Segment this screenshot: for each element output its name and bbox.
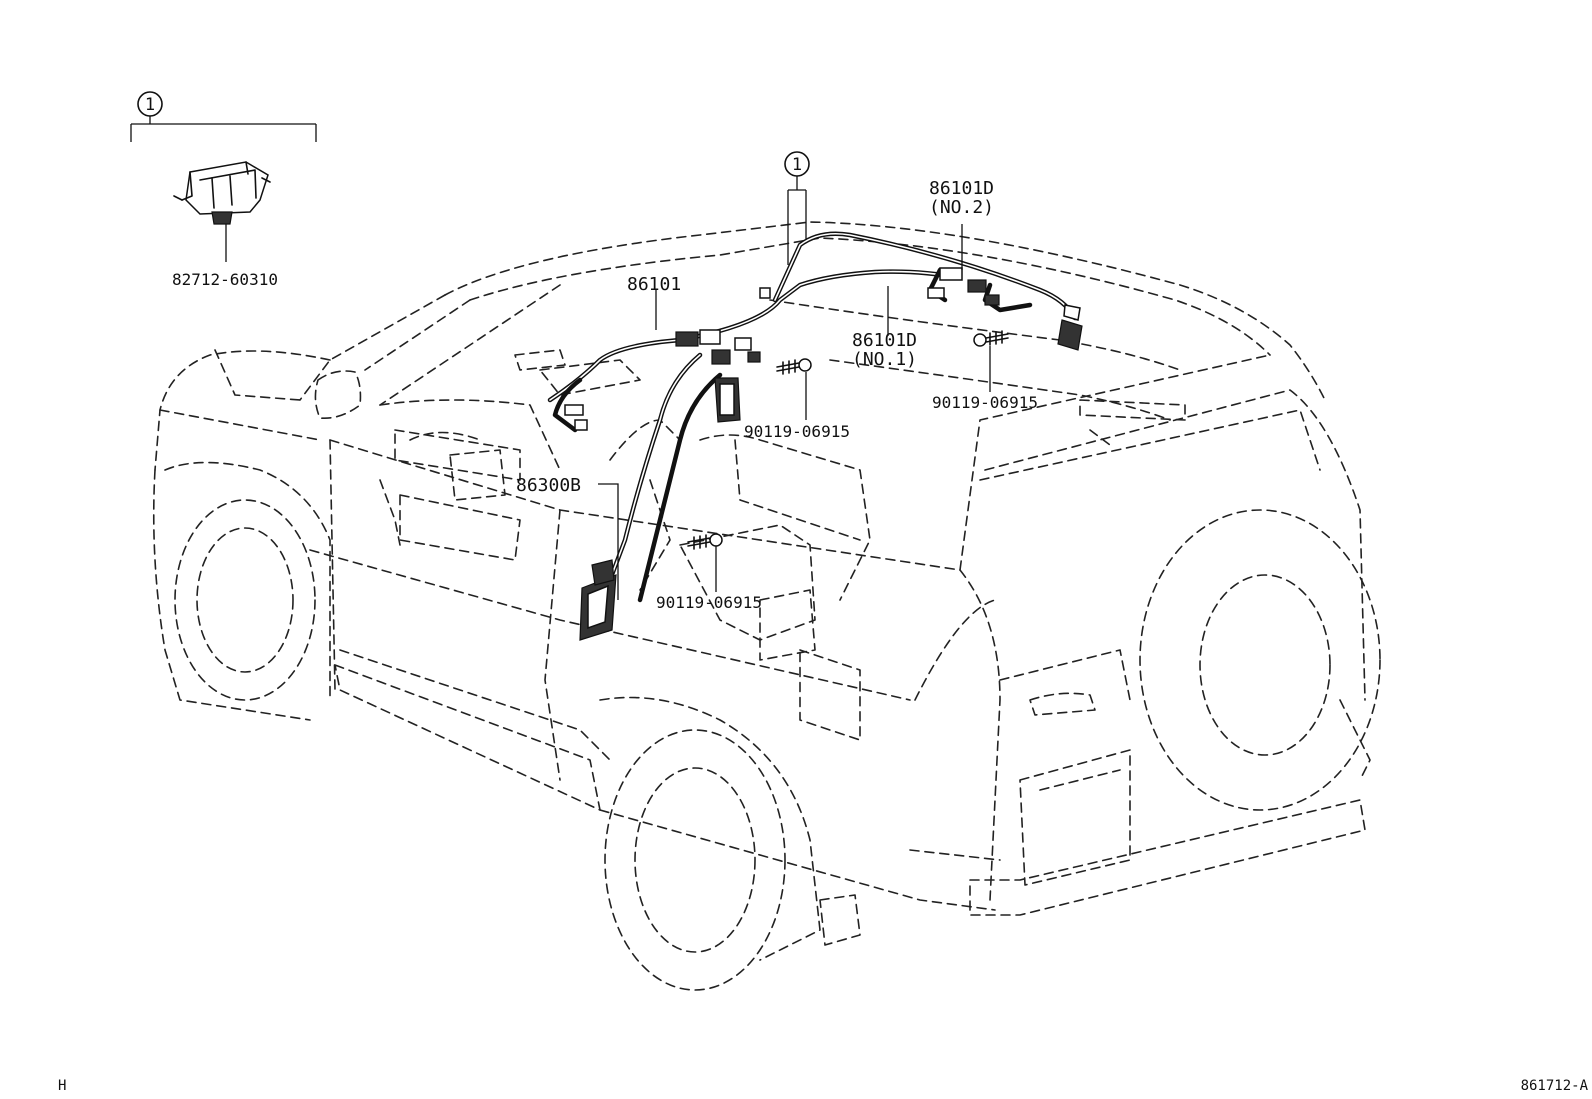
- bracket-82712-60310: [173, 161, 271, 225]
- label-90119-06915-floor: 90119-06915: [656, 593, 762, 612]
- label-86101: 86101: [627, 274, 681, 295]
- harness-connectors: [564, 267, 1083, 431]
- leader-lines: [225, 224, 991, 600]
- bolt-90119-06915-roof: [973, 330, 1009, 347]
- harness-86101D-no2: [772, 231, 1078, 321]
- label-86101D-no1: 86101D: [852, 330, 917, 351]
- corner-mark: H: [58, 1078, 66, 1094]
- bolt-90119-06915-floor: [687, 533, 723, 550]
- label-no2: (NO.2): [929, 197, 994, 218]
- harness-86101-main: [547, 269, 963, 603]
- vehicle-outline: [152, 221, 1381, 991]
- label-90119-06915-roof: 90119-06915: [932, 393, 1038, 412]
- bolt-90119-06915-upper: [776, 358, 812, 375]
- label-86300B: 86300B: [516, 475, 581, 496]
- label-90119-06915-upper: 90119-06915: [744, 422, 850, 441]
- label-82712-60310: 82712-60310: [172, 270, 278, 289]
- callout-1-label-roof: 1: [792, 155, 802, 175]
- label-no1: (NO.1): [852, 349, 917, 370]
- callout-1-roof-group: 1: [784, 151, 810, 265]
- figure-code: 861712-A: [1521, 1078, 1589, 1094]
- callout-1-label-left: 1: [145, 95, 155, 115]
- module-86300B: [579, 377, 741, 641]
- label-86101D-no2: 86101D: [929, 178, 994, 199]
- callout-1-bracket-group: 1: [130, 91, 317, 142]
